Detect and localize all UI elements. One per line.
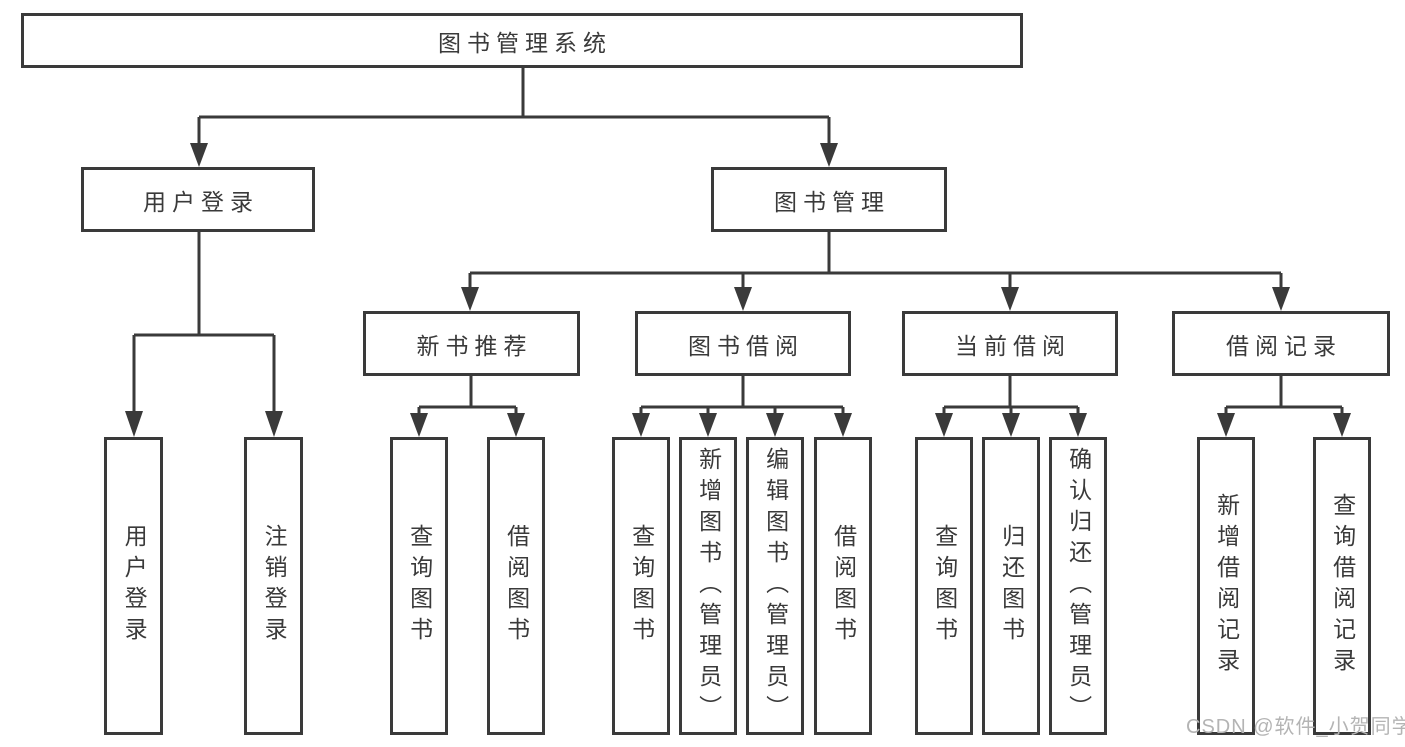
connector-book-borrow-children	[632, 376, 852, 437]
connector-current-borrow-children	[935, 376, 1087, 437]
leaf-query-books-borrow-label: 查询图书	[628, 524, 655, 648]
leaf-logout: 注销登录	[244, 437, 303, 735]
leaf-query-books-recommend: 查询图书	[390, 437, 448, 735]
leaf-confirm-return-admin-label: 确认归还（管理员）	[1065, 446, 1092, 726]
leaf-add-borrow-record: 新增借阅记录	[1197, 437, 1255, 735]
connector-borrow-records-children	[1217, 376, 1351, 437]
leaf-query-books-borrow: 查询图书	[612, 437, 670, 735]
node-new-book-recommend-label: 新书推荐	[416, 332, 533, 359]
leaf-add-book-admin-label: 新增图书（管理员）	[695, 446, 722, 726]
leaf-logout-label: 注销登录	[261, 524, 288, 648]
node-borrow-records: 借阅记录	[1172, 311, 1390, 376]
leaf-borrow-books-recommend-label: 借阅图书	[503, 524, 530, 648]
leaf-edit-book-admin-label: 编辑图书（管理员）	[762, 446, 789, 726]
node-root-system-label: 图书管理系统	[438, 29, 612, 56]
connector-book-management-children	[461, 232, 1290, 311]
node-book-borrow-label: 图书借阅	[688, 332, 804, 359]
leaf-return-book-label: 归还图书	[998, 524, 1025, 648]
node-borrow-records-label: 借阅记录	[1226, 332, 1342, 359]
leaf-borrow-books-recommend: 借阅图书	[487, 437, 545, 735]
leaf-query-books-current-label: 查询图书	[931, 524, 958, 648]
leaf-query-books-current: 查询图书	[915, 437, 973, 735]
leaf-user-login-label: 用户登录	[121, 524, 148, 648]
node-user-login: 用户登录	[81, 167, 315, 232]
node-book-management: 图书管理	[711, 167, 947, 232]
leaf-borrow-books-borrow-label: 借阅图书	[830, 524, 857, 648]
leaf-borrow-books-borrow: 借阅图书	[814, 437, 872, 735]
leaf-query-borrow-record: 查询借阅记录	[1313, 437, 1371, 735]
connector-user-login-children	[125, 232, 283, 437]
leaf-confirm-return-admin: 确认归还（管理员）	[1049, 437, 1107, 735]
node-root-system: 图书管理系统	[21, 13, 1023, 68]
node-user-login-label: 用户登录	[143, 188, 259, 215]
node-book-borrow: 图书借阅	[635, 311, 851, 376]
leaf-edit-book-admin: 编辑图书（管理员）	[746, 437, 804, 735]
connector-new-book-recommend-children	[410, 376, 525, 437]
node-current-borrow: 当前借阅	[902, 311, 1118, 376]
leaf-query-borrow-record-label: 查询借阅记录	[1329, 493, 1356, 679]
leaf-add-borrow-record-label: 新增借阅记录	[1213, 493, 1240, 679]
leaf-user-login: 用户登录	[104, 437, 163, 735]
connector-root-to-level2	[190, 68, 838, 167]
leaf-return-book: 归还图书	[982, 437, 1040, 735]
node-new-book-recommend: 新书推荐	[363, 311, 580, 376]
node-current-borrow-label: 当前借阅	[955, 332, 1071, 359]
leaf-query-books-recommend-label: 查询图书	[406, 524, 433, 648]
node-book-management-label: 图书管理	[774, 188, 890, 215]
csdn-watermark: CSDN @软件_小贺同学	[1186, 716, 1405, 738]
leaf-add-book-admin: 新增图书（管理员）	[679, 437, 737, 735]
